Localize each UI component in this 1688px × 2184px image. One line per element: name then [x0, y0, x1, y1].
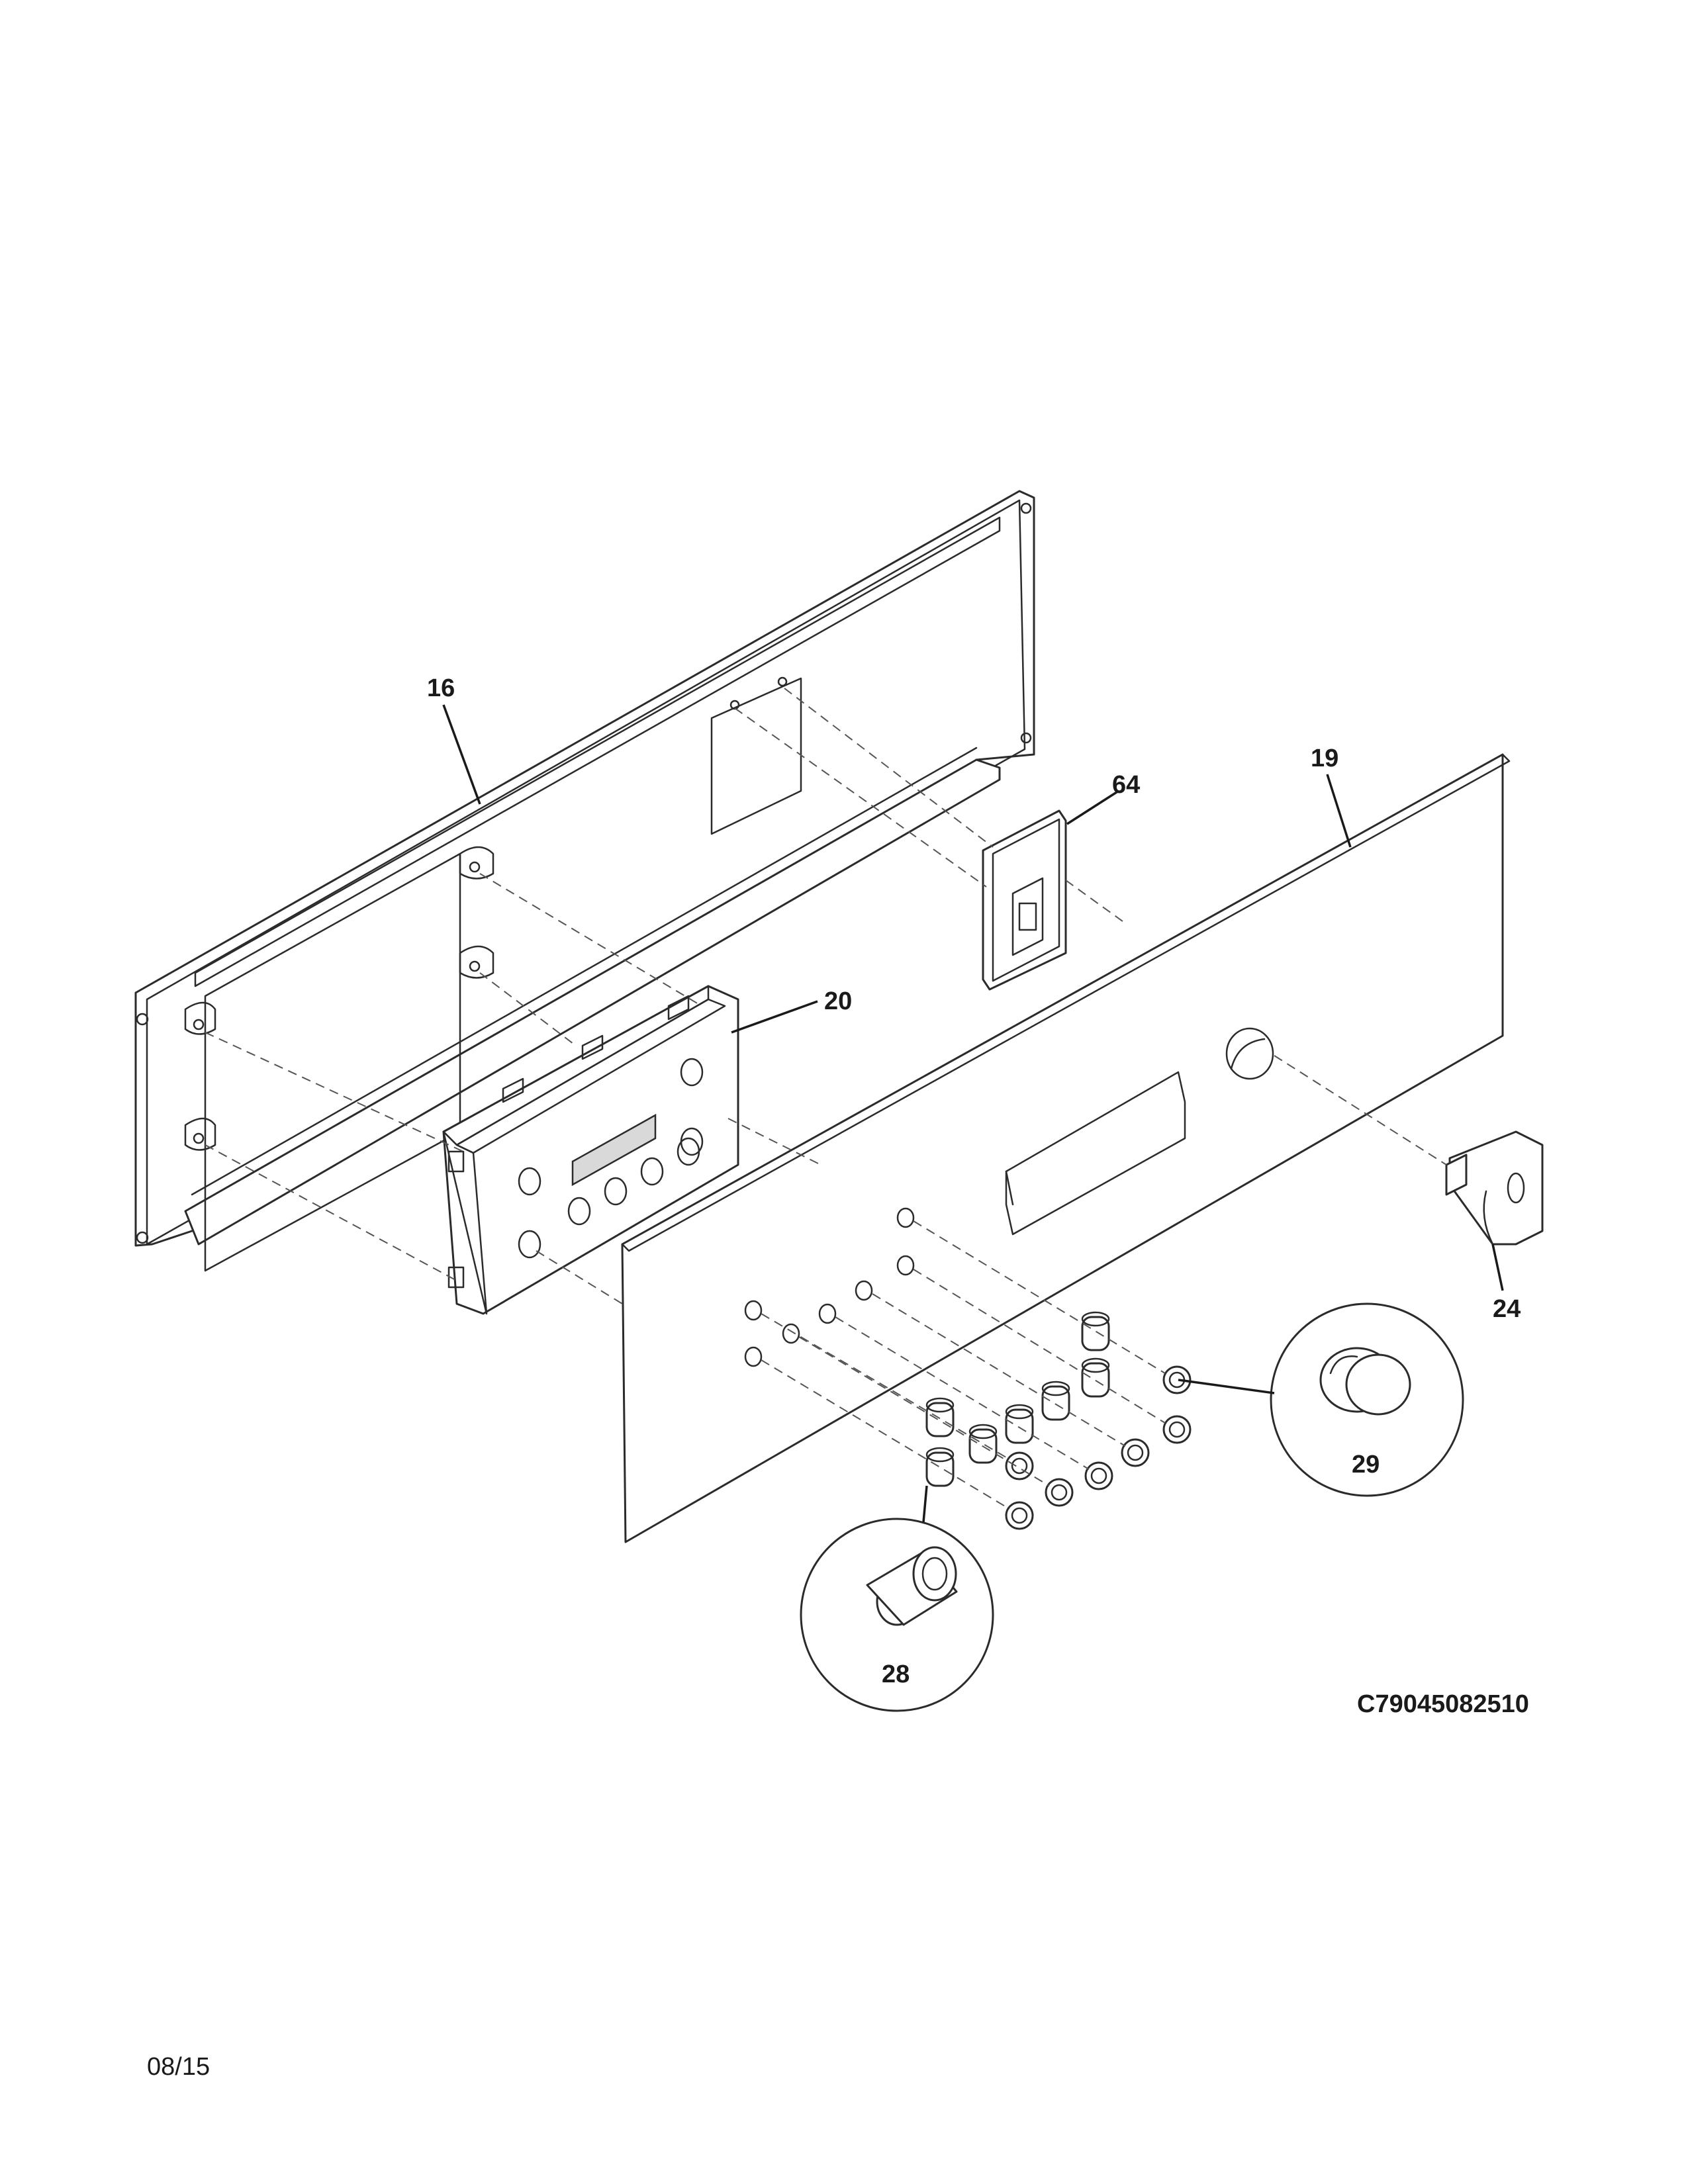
detail-circle-28 [800, 1518, 994, 1712]
detail-circle-29 [1270, 1302, 1464, 1497]
callout-29: 29 [1352, 1451, 1380, 1479]
part-24-switch [1445, 1130, 1544, 1246]
callout-24: 24 [1493, 1295, 1521, 1323]
control-buttons [518, 1058, 704, 1259]
part-16-control-panel-bracket [134, 490, 1035, 1272]
part-64-bracket [982, 809, 1067, 991]
callout-20: 20 [824, 987, 852, 1015]
date-code: 08/15 [147, 2053, 210, 2081]
callout-19: 19 [1311, 745, 1338, 772]
callout-28: 28 [882, 1661, 910, 1688]
callout-16: 16 [427, 674, 455, 702]
front-panel-button-holes [744, 1207, 915, 1367]
part-19-front-control-panel [621, 753, 1511, 1543]
part-20-electronic-control [442, 985, 739, 1315]
callout-64: 64 [1112, 771, 1140, 799]
callout-leader-lines [442, 704, 1504, 1523]
knob-caps-29 [1005, 1365, 1192, 1530]
assembly-guide-lines [205, 688, 1447, 1510]
diagram-code: C79045082510 [1357, 1690, 1529, 1718]
